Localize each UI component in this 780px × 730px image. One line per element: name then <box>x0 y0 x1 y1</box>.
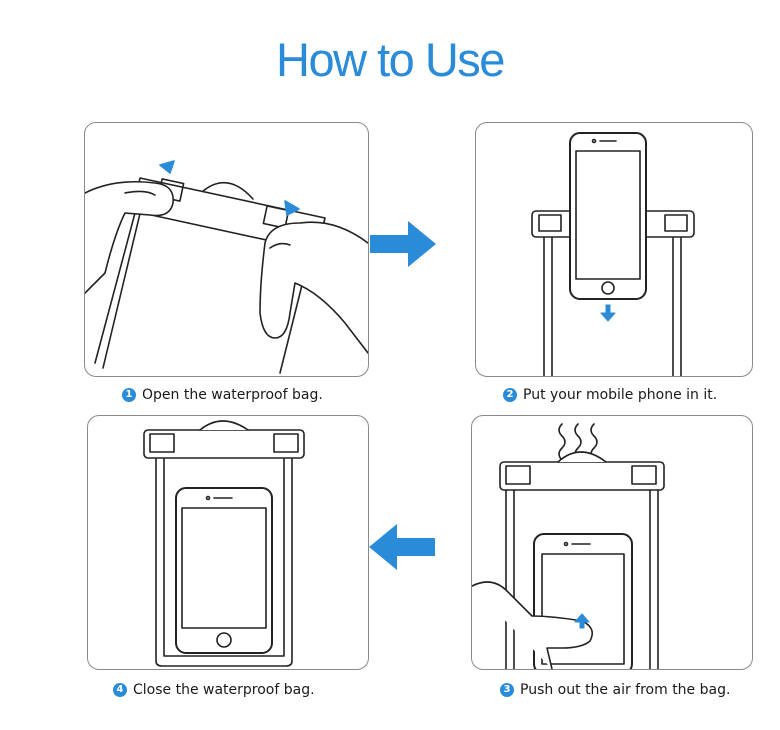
step-2-number: 2 <box>503 388 517 402</box>
step-4-number: 4 <box>113 683 127 697</box>
arrow-left-icon <box>369 524 435 570</box>
step-3-illustration <box>471 415 753 670</box>
step-2-illustration <box>475 122 753 377</box>
step-1-text: Open the waterproof bag. <box>142 387 323 403</box>
step-1-illustration <box>84 122 369 377</box>
step-4-text: Close the waterproof bag. <box>133 682 315 698</box>
step-2-text: Put your mobile phone in it. <box>523 387 718 403</box>
step-1-caption: 1 Open the waterproof bag. <box>122 387 323 403</box>
page-title: How to Use <box>276 33 505 86</box>
step-3-text: Push out the air from the bag. <box>520 682 731 698</box>
step-1-number: 1 <box>122 388 136 402</box>
step-3-number: 3 <box>500 683 514 697</box>
step-4-caption: 4 Close the waterproof bag. <box>113 682 315 698</box>
step-2-caption: 2 Put your mobile phone in it. <box>503 387 717 403</box>
step-4-illustration <box>87 415 369 670</box>
step-3-caption: 3 Push out the air from the bag. <box>500 682 730 698</box>
arrow-right-icon <box>370 221 436 267</box>
